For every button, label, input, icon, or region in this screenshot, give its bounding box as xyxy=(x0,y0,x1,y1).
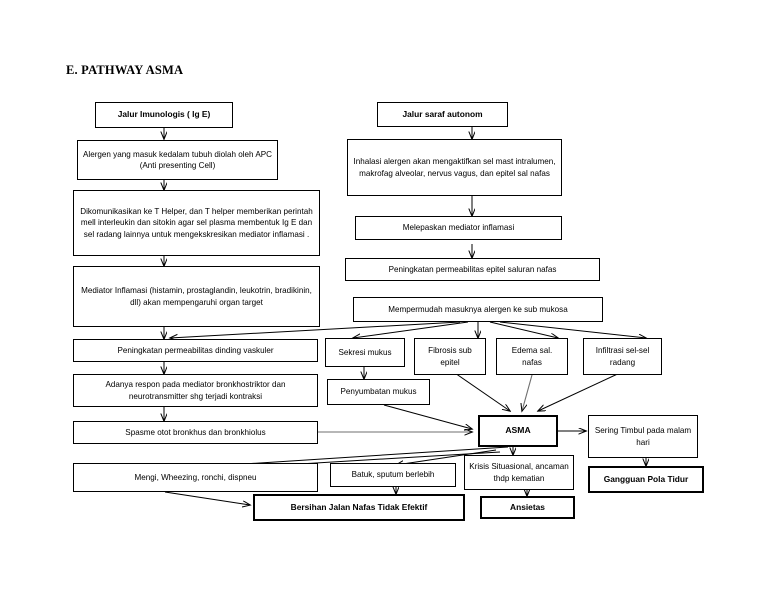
node-jalur-saraf[interactable]: Jalur saraf autonom xyxy=(377,102,508,127)
node-sekresi-mukus[interactable]: Sekresi mukus xyxy=(325,338,405,367)
node-sering-timbul[interactable]: Sering Timbul pada malam hari xyxy=(588,415,698,458)
node-penyumbatan[interactable]: Penyumbatan mukus xyxy=(327,379,430,405)
node-infiltrasi[interactable]: Infiltrasi sel-sel radang xyxy=(583,338,662,375)
node-dikomunikasikan[interactable]: Dikomunikasikan ke T Helper, dan T helpe… xyxy=(73,190,320,256)
node-adanya-respon[interactable]: Adanya respon pada mediator bronkhostrik… xyxy=(73,374,318,407)
page-title: E. PATHWAY ASMA xyxy=(66,63,184,77)
node-jalur-imunologis[interactable]: Jalur Imunologis ( Ig E) xyxy=(95,102,233,128)
node-batuk[interactable]: Batuk, sputum berlebih xyxy=(330,463,456,487)
node-mengi[interactable]: Mengi, Wheezing, ronchi, dispneu xyxy=(73,463,318,492)
node-edema[interactable]: Edema sal. nafas xyxy=(496,338,568,375)
node-melepaskan[interactable]: Melepaskan mediator inflamasi xyxy=(355,216,562,240)
node-inhalasi[interactable]: Inhalasi alergen akan mengaktifkan sel m… xyxy=(347,139,562,196)
node-gangguan-tidur[interactable]: Gangguan Pola Tidur xyxy=(588,466,704,493)
node-krisis[interactable]: Krisis Situasional, ancaman thdp kematia… xyxy=(464,455,574,490)
node-mediator-inflamasi[interactable]: Mediator Inflamasi (histamin, prostaglan… xyxy=(73,266,320,327)
node-bersihan[interactable]: Bersihan Jalan Nafas Tidak Efektif xyxy=(253,494,465,521)
node-fibrosis[interactable]: Fibrosis sub epitel xyxy=(414,338,486,375)
node-asma[interactable]: ASMA xyxy=(478,415,558,447)
node-peningkatan-epitel[interactable]: Peningkatan permeabilitas epitel saluran… xyxy=(345,258,600,281)
node-alergen-masuk[interactable]: Alergen yang masuk kedalam tubuh diolah … xyxy=(77,140,278,180)
node-mempermudah[interactable]: Mempermudah masuknya alergen ke sub muko… xyxy=(353,297,603,322)
node-ansietas[interactable]: Ansietas xyxy=(480,496,575,519)
node-spasme[interactable]: Spasme otot bronkhus dan bronkhiolus xyxy=(73,421,318,444)
node-peningkatan-vaskuler[interactable]: Peningkatan permeabilitas dinding vaskul… xyxy=(73,339,318,362)
